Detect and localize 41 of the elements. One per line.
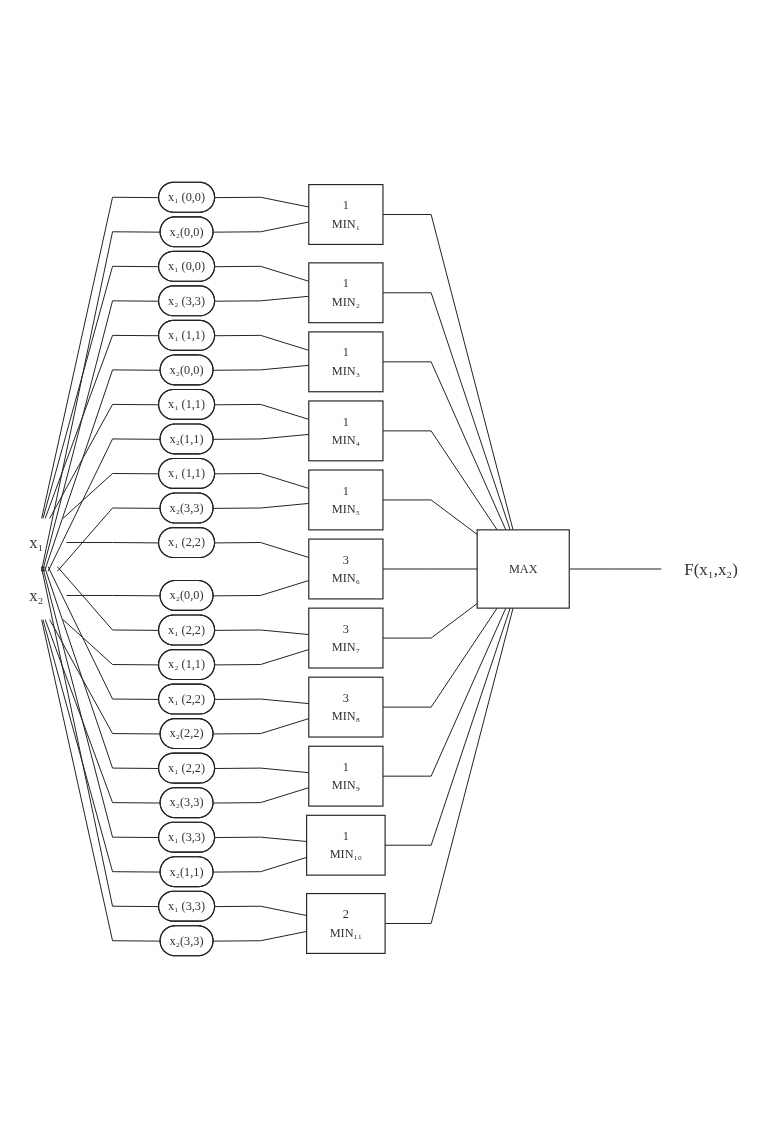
node-text: x₂ [29, 585, 44, 606]
connector [384, 607, 514, 924]
node-box: MAX [476, 529, 570, 609]
node-box: 3 MIN₆ [308, 538, 384, 600]
node-text: F(x₁,x₂) [684, 559, 738, 579]
connector [44, 566, 160, 769]
connector [384, 607, 511, 846]
node-box: 1 MIN₁ [308, 184, 384, 245]
connector [40, 566, 160, 908]
connector [382, 568, 478, 570]
node-box: 1 MIN₃ [308, 331, 384, 393]
node-box: 2 MIN₁₁ [306, 893, 386, 954]
node-box: 1 MIN₉ [308, 745, 384, 807]
node-text: x₁ [29, 532, 44, 553]
connector [56, 566, 160, 631]
node-box: 1 MIN₂ [308, 262, 384, 324]
connector [382, 430, 498, 531]
connector [382, 607, 498, 708]
connector [42, 566, 160, 839]
node-box: 1 MIN₅ [308, 469, 384, 531]
node-box: 3 MIN₈ [308, 676, 384, 738]
connector [42, 300, 160, 572]
connector [49, 619, 161, 735]
connector [44, 369, 161, 572]
connector [382, 607, 507, 777]
connector [41, 619, 161, 942]
connector [42, 619, 161, 873]
connector [47, 566, 160, 700]
connector [66, 594, 161, 597]
connector [44, 619, 161, 804]
connector [382, 499, 478, 535]
node-box: 1 MIN₄ [308, 400, 384, 462]
node-box: 1 MIN₁₀ [306, 814, 386, 876]
connector [56, 507, 161, 572]
connector [382, 292, 511, 531]
connector [382, 214, 514, 531]
node-box: 3 MIN₇ [308, 607, 384, 669]
connector [40, 231, 161, 572]
connector [47, 438, 161, 572]
connector [382, 603, 478, 639]
connector [382, 361, 507, 531]
